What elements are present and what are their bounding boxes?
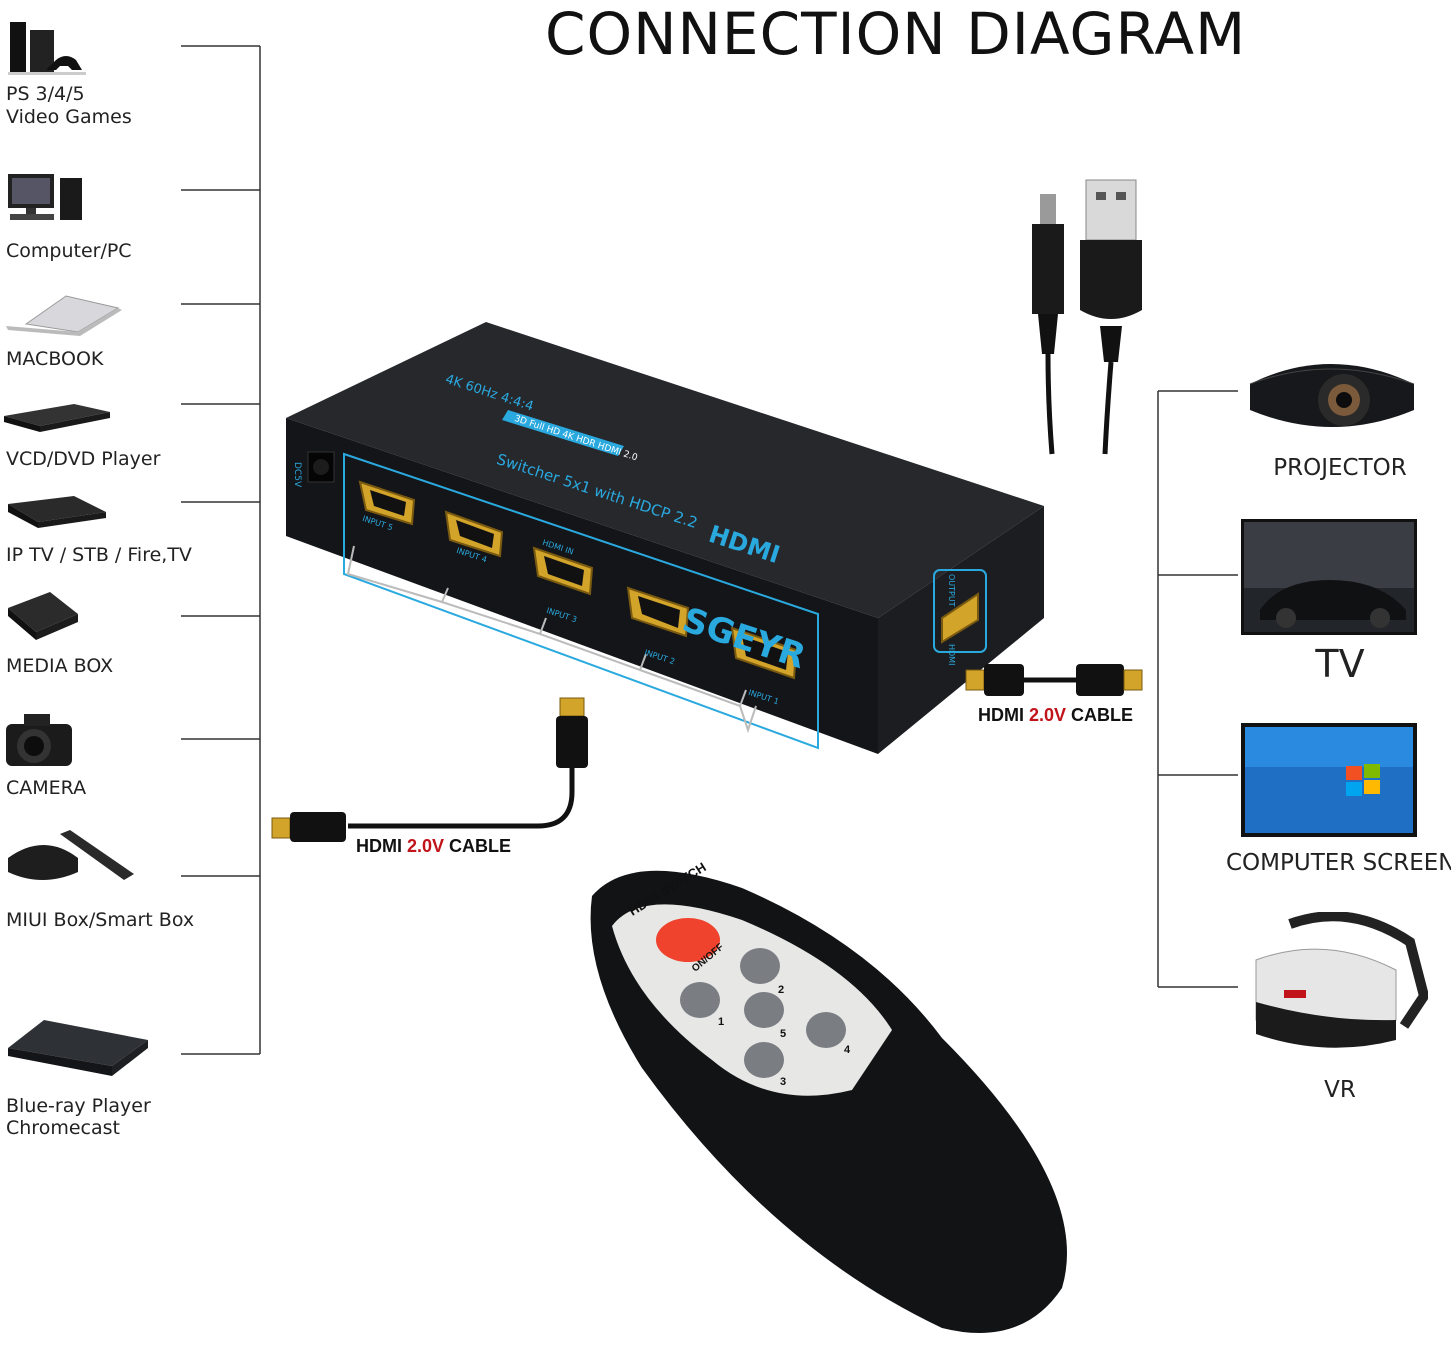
- remote-button-5-label: 5: [780, 1028, 787, 1040]
- source-label-iptv: IP TV / STB / Fire,TV: [6, 544, 192, 566]
- remote-button-1[interactable]: [680, 982, 720, 1018]
- remote-button-2-label: 2: [778, 984, 785, 996]
- output-label-vr: VR: [1324, 1077, 1356, 1103]
- bluray-player-icon: [8, 1020, 148, 1076]
- smart-box-icon: [8, 830, 134, 880]
- source-label-ps-2: Video Games: [6, 106, 132, 128]
- remote-button-4-label: 4: [844, 1044, 851, 1056]
- remote-power-button[interactable]: [656, 918, 720, 962]
- diagram-title: CONNECTION DIAGRAM: [545, 0, 1247, 68]
- projector-icon: [1249, 364, 1415, 427]
- remote-button-1-label: 1: [718, 1016, 725, 1028]
- source-label-camera: CAMERA: [6, 777, 87, 799]
- laptop-icon: [6, 295, 122, 336]
- source-label-dvd: VCD/DVD Player: [6, 448, 161, 470]
- source-label-ps: PS 3/4/5: [6, 83, 85, 105]
- desktop-computer-icon: [8, 174, 82, 220]
- output-label-monitor: COMPUTER SCREEN: [1226, 850, 1451, 876]
- vr-headset-icon: [1255, 912, 1428, 1048]
- game-console-icon: [8, 22, 86, 75]
- source-label-mediabox: MEDIA BOX: [6, 655, 114, 677]
- power-cable-icon: [1032, 179, 1142, 455]
- remote-button-4[interactable]: [806, 1012, 846, 1048]
- remote-button-3[interactable]: [744, 1042, 784, 1078]
- dvd-player-icon: [4, 404, 110, 432]
- output-label-projector: PROJECTOR: [1273, 455, 1407, 481]
- source-label-macbook: MACBOOK: [6, 348, 104, 370]
- remote-control: [590, 870, 1067, 1333]
- output-label-tv: TV: [1315, 642, 1365, 686]
- media-box-icon: [8, 592, 78, 640]
- camera-icon: [6, 714, 72, 766]
- source-label-smartbox: MIUI Box/Smart Box: [6, 909, 195, 931]
- source-label-chromecast: Chromecast: [6, 1117, 120, 1139]
- set-top-box-icon: [8, 496, 106, 528]
- source-label-bluray: Blue-ray Player: [6, 1095, 151, 1117]
- monitor-icon: [1241, 723, 1417, 837]
- input-cable-label: HDMI 2.0V CABLE: [356, 836, 512, 856]
- tv-icon: [1241, 519, 1417, 635]
- remote-button-3-label: 3: [780, 1076, 787, 1088]
- hdmi-switcher-device: [286, 322, 1044, 754]
- remote-button-2[interactable]: [740, 948, 780, 984]
- output-cable-label: HDMI 2.0V CABLE: [978, 705, 1134, 725]
- source-label-pc: Computer/PC: [6, 240, 132, 262]
- remote-button-5[interactable]: [744, 992, 784, 1028]
